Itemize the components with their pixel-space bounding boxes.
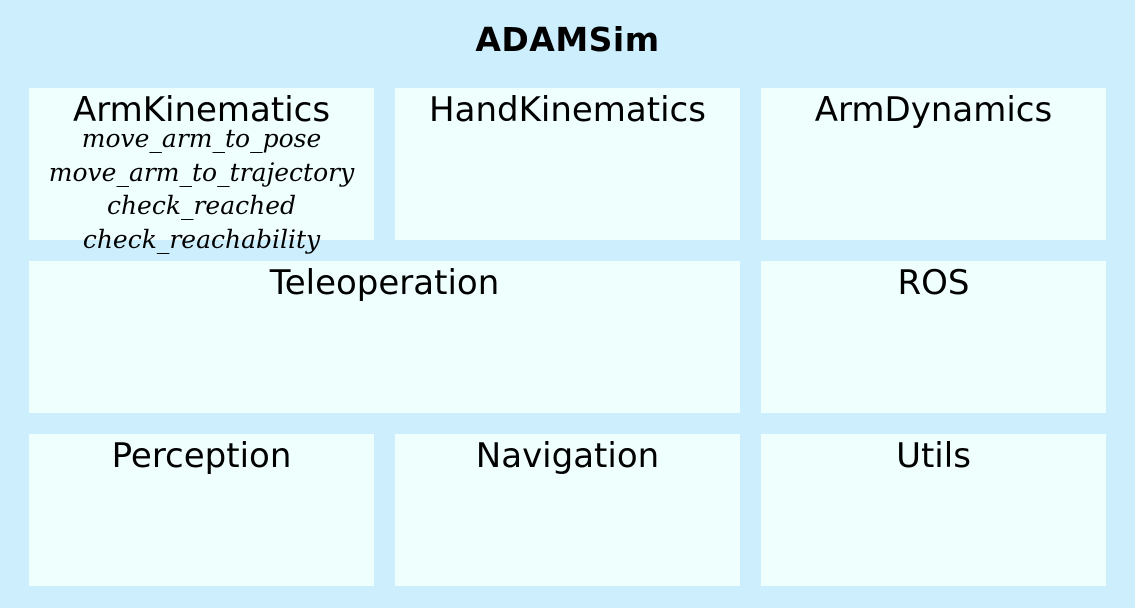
function-item: check_reachability [82,224,321,254]
module-utils: Utils [761,434,1106,586]
module-title: Perception [111,436,292,476]
module-teleoperation: Teleoperation [29,261,740,413]
module-arm-dynamics: ArmDynamics [761,88,1106,240]
module-ros: ROS [761,261,1106,413]
module-navigation: Navigation [395,434,740,586]
module-title: Navigation [475,436,660,476]
module-title: ArmDynamics [814,90,1053,130]
module-title: ROS [897,263,970,303]
module-title: HandKinematics [429,90,706,130]
diagram-title: ADAMSim [475,20,660,59]
module-title: ArmKinematics [72,90,331,130]
function-item: move_arm_to_trajectory [48,157,355,187]
function-list: move_arm_to_pose move_arm_to_trajectory … [19,122,384,256]
module-hand-kinematics: HandKinematics [395,88,740,240]
function-item: move_arm_to_pose [81,124,322,153]
module-arm-kinematics: ArmKinematics move_arm_to_pose move_arm_… [29,88,374,254]
module-title: Utils [896,436,971,476]
module-perception: Perception [29,434,374,586]
module-title: Teleoperation [269,263,500,303]
function-item: check_reached [106,191,297,220]
